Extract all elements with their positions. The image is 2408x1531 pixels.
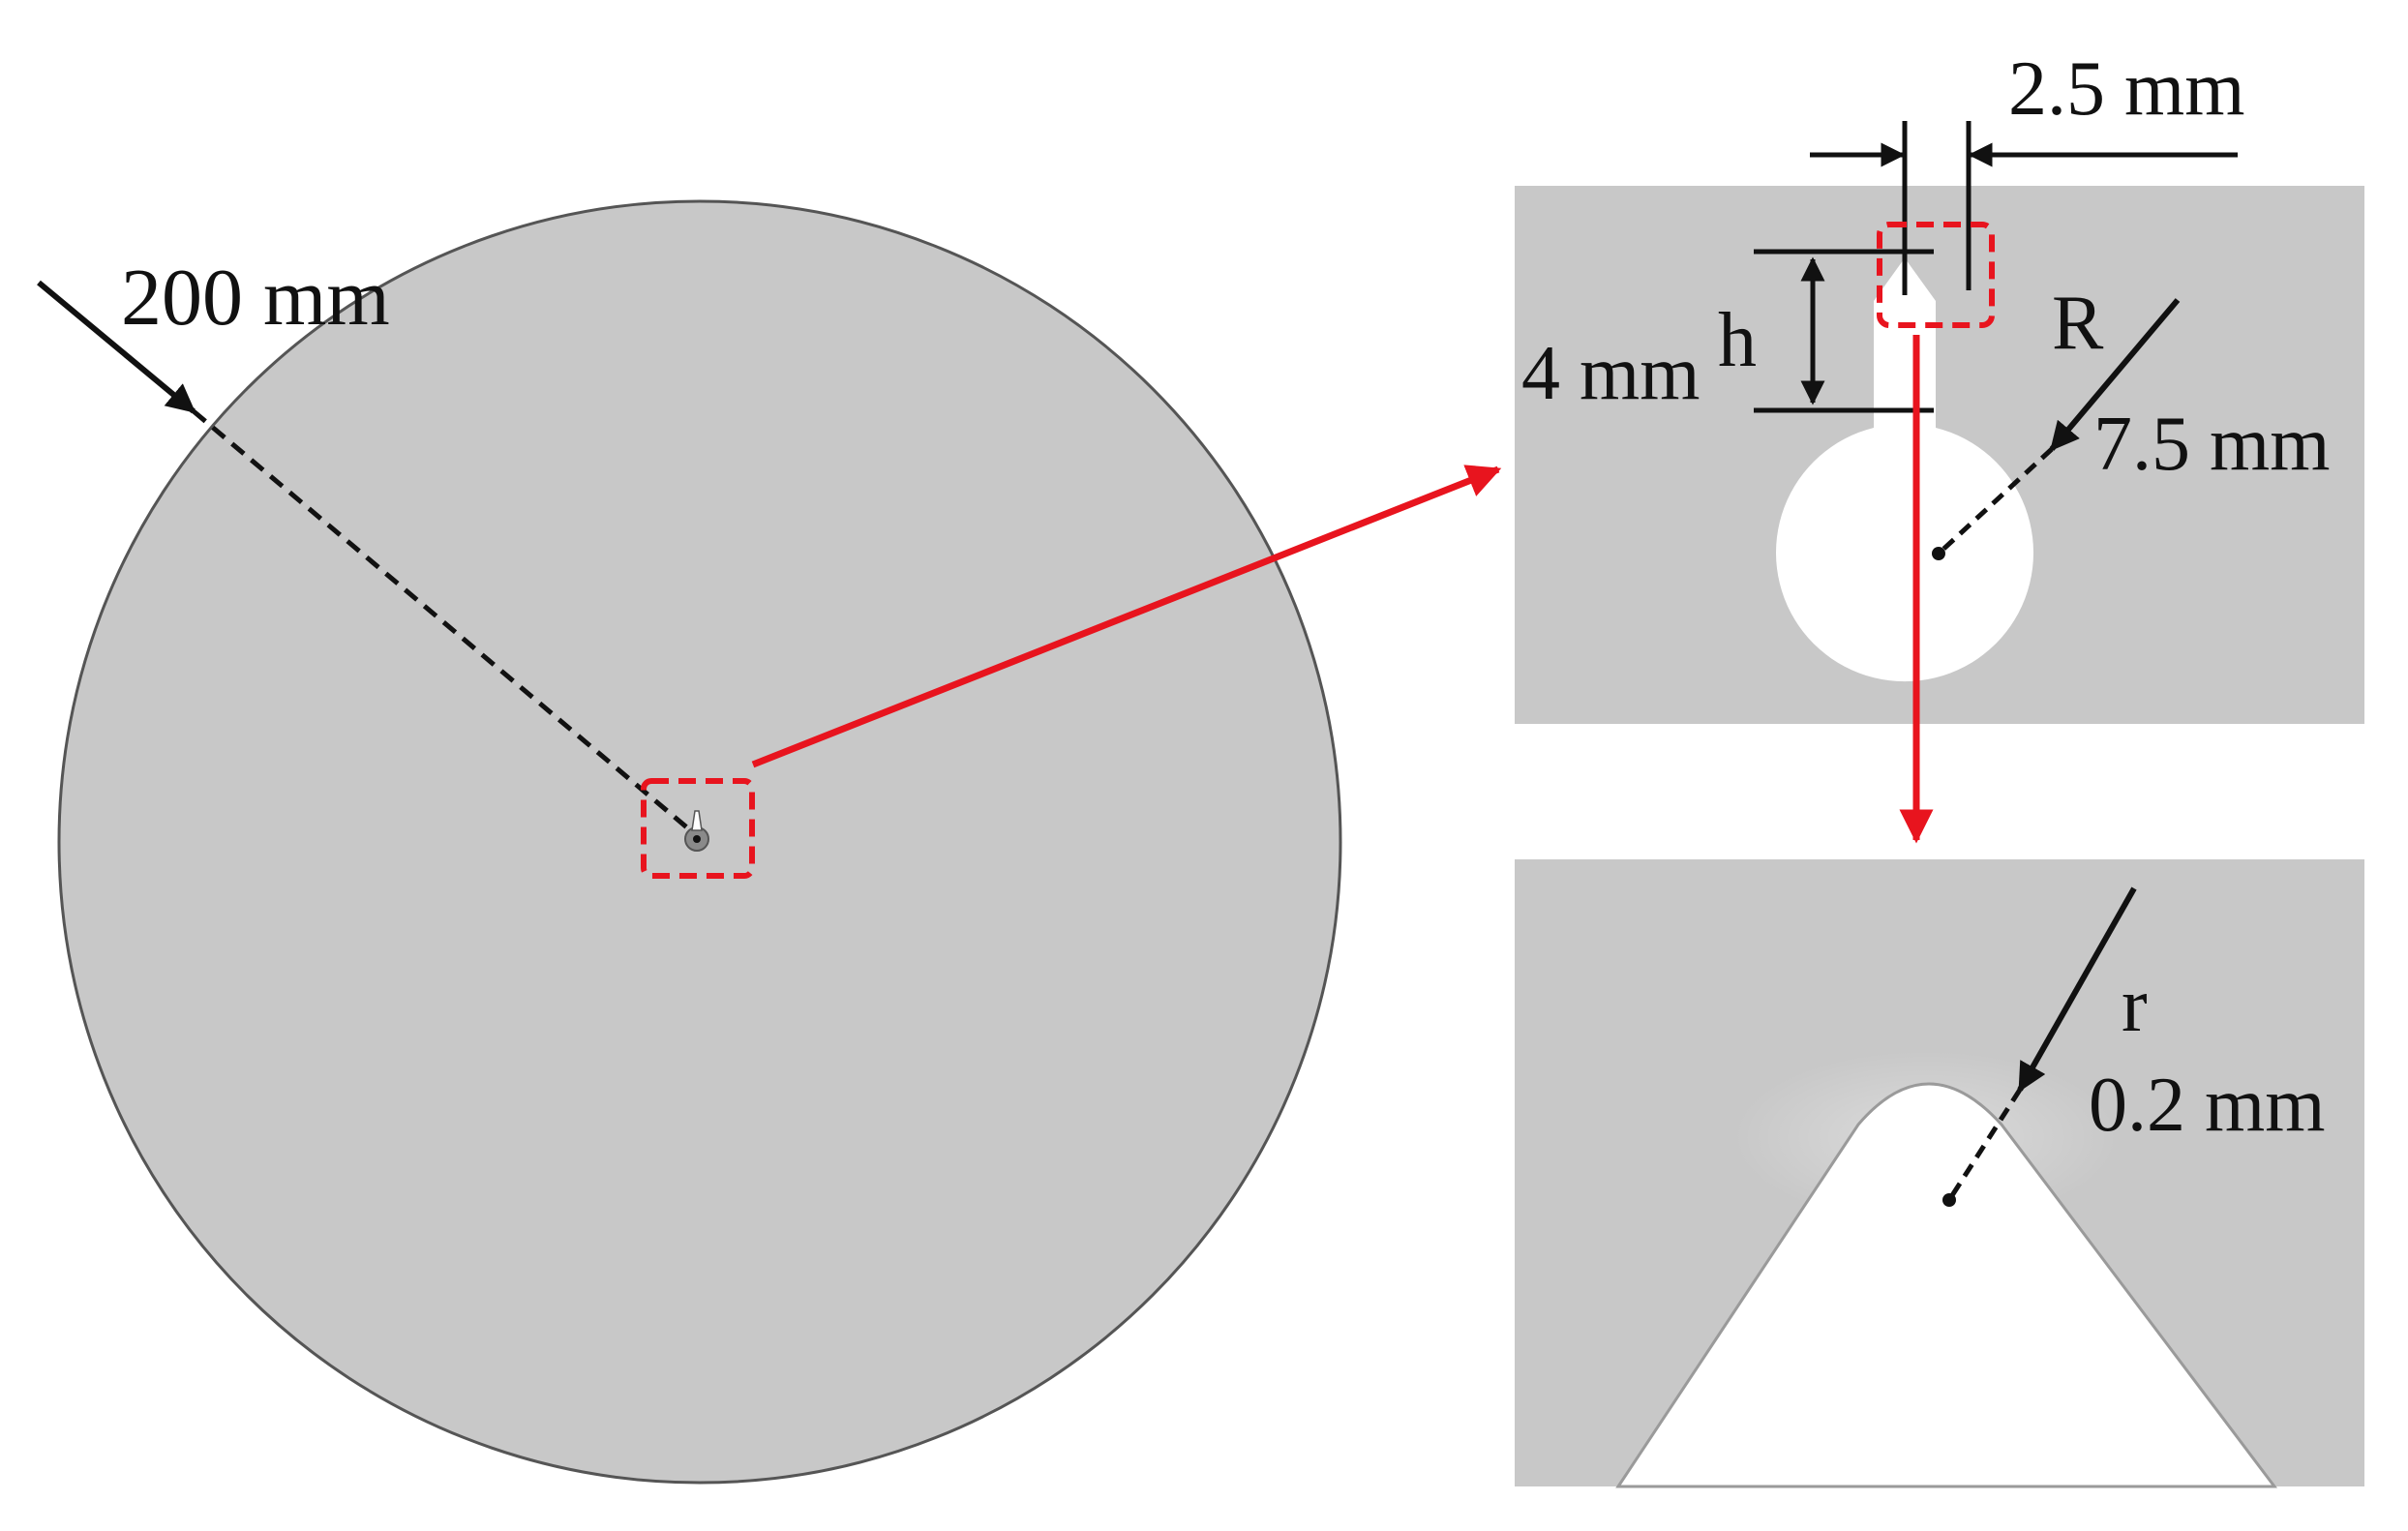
center-point <box>693 835 701 843</box>
hole-radius-leader <box>2049 298 2181 452</box>
hole-radius-dashed-line <box>1937 447 2054 555</box>
hole-radius-value-label: 7.5 mm <box>2093 402 2330 487</box>
keyhole-cutout <box>1776 259 2033 682</box>
slot-width-label: 2.5 mm <box>2008 46 2244 132</box>
tip-detail-view: r 0.2 mm <box>1515 859 2364 1488</box>
tip-radius-symbol-label: r <box>2122 963 2148 1048</box>
tip-center-point <box>1942 1193 1956 1207</box>
notch-cutout <box>1615 1082 2278 1488</box>
slot-height-symbol-label: h <box>1718 298 1757 383</box>
center-slot <box>691 810 703 831</box>
zoom-arrow-1 <box>751 465 1502 768</box>
slot-height-value-label: 4 mm <box>1521 331 1700 416</box>
outer-radius-leader <box>37 280 196 414</box>
outer-radius-label: 200 mm <box>121 253 390 343</box>
hole-center-point <box>1932 547 1945 560</box>
tip-highlight-box <box>1877 222 1995 328</box>
detail-highlight-box <box>641 778 755 879</box>
tip-radius-leader <box>2017 886 2137 1093</box>
hole-radius-symbol-label: R <box>2052 281 2104 366</box>
tip-radius-value-label: 0.2 mm <box>2089 1063 2325 1148</box>
disc-view: 200 mm <box>37 199 1342 1485</box>
slot-detail-view: 2.5 mm 4 mm h R 7.5 mm <box>1515 46 2364 724</box>
outer-radius-dashed-line <box>192 409 697 836</box>
